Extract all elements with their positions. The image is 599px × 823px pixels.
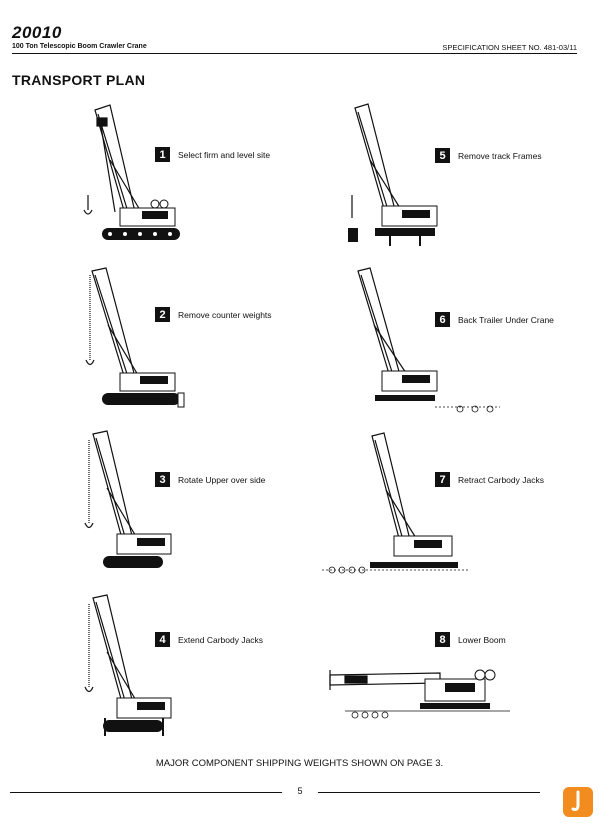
step-label: Extend Carbody Jacks	[178, 634, 264, 645]
step-label: Lower Boom	[458, 634, 506, 645]
section-title: TRANSPORT PLAN	[12, 72, 146, 88]
brand-logo	[563, 787, 593, 817]
shipping-weights-note: MAJOR COMPONENT SHIPPING WEIGHTS SHOWN O…	[155, 758, 444, 769]
step-number-badge: 5	[435, 148, 450, 163]
step-3: 3 Rotate Upper over side	[155, 472, 265, 487]
step-6: 6 Back Trailer Under Crane	[435, 312, 554, 327]
document-subtitle: 100 Ton Telescopic Boom Crawler Crane	[12, 43, 147, 50]
step-label: Rotate Upper over side	[178, 474, 266, 485]
step-number-badge: 3	[155, 472, 170, 487]
step-label: Retract Carbody Jacks	[458, 474, 544, 485]
step-number-badge: 2	[155, 307, 170, 322]
crane-figure-step-2	[80, 265, 190, 415]
spec-sheet-number: SPECIFICATION SHEET NO. 481-03/11	[442, 43, 577, 52]
crane-figure-step-8	[325, 665, 515, 725]
step-label: Remove track Frames	[458, 150, 542, 161]
step-number-badge: 1	[155, 147, 170, 162]
step-5: 5 Remove track Frames	[435, 148, 542, 163]
step-1: 1 Select firm and level site	[155, 147, 270, 162]
crane-figure-step-7	[322, 430, 472, 578]
footer-divider-right	[318, 792, 540, 793]
crane-figure-step-1	[80, 100, 190, 250]
crane-figure-step-6	[350, 265, 510, 415]
step-number-badge: 7	[435, 472, 450, 487]
step-8: 8 Lower Boom	[435, 632, 506, 647]
crane-figure-step-5	[340, 100, 450, 250]
step-label: Back Trailer Under Crane	[458, 314, 554, 325]
step-label: Select firm and level site	[178, 149, 271, 160]
step-label: Remove counter weights	[178, 309, 272, 320]
page-number: 5	[290, 786, 310, 796]
footer-divider-left	[10, 792, 282, 793]
step-4: 4 Extend Carbody Jacks	[155, 632, 263, 647]
step-number-badge: 4	[155, 632, 170, 647]
step-number-badge: 6	[435, 312, 450, 327]
step-2: 2 Remove counter weights	[155, 307, 272, 322]
step-7: 7 Retract Carbody Jacks	[435, 472, 544, 487]
step-number-badge: 8	[435, 632, 450, 647]
crane-figure-step-4	[75, 592, 185, 742]
crane-figure-step-3	[75, 428, 185, 578]
model-number: 20010	[12, 23, 62, 42]
header-divider	[12, 53, 577, 54]
